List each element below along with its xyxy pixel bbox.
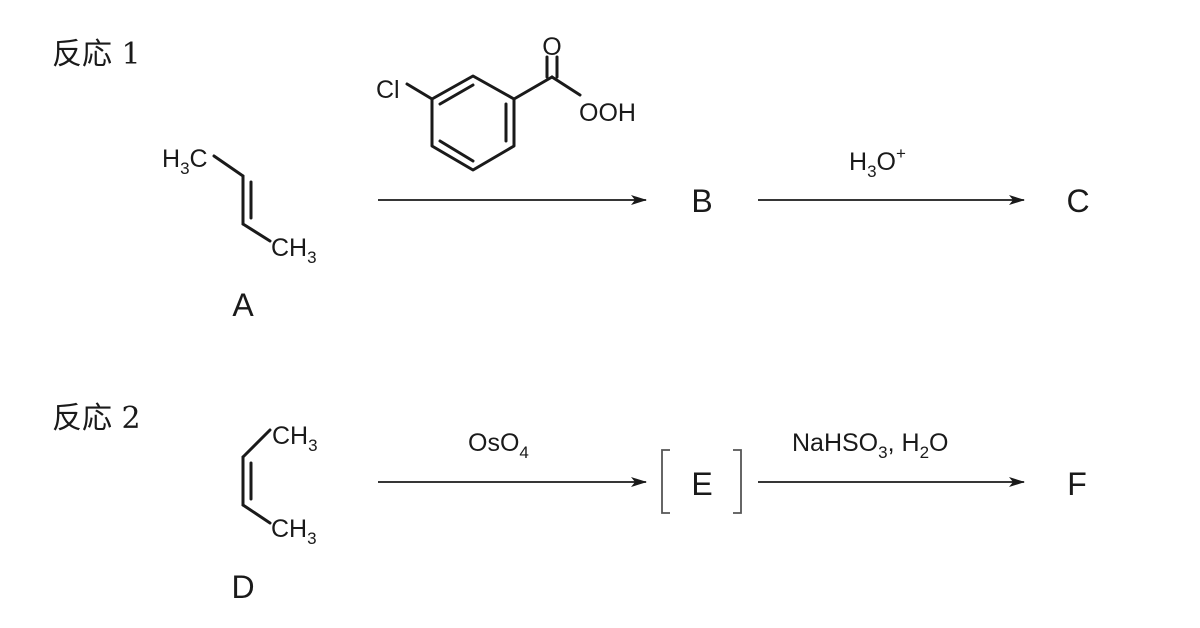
- a-bond-left: [212, 154, 245, 178]
- d-bond-bottom: [241, 503, 272, 525]
- mcpba-reagent: Cl O OOH: [376, 33, 636, 172]
- cl-label: Cl: [376, 76, 400, 104]
- label-d: D: [231, 569, 254, 605]
- molecule-d-structure: CH3 CH3: [241, 422, 318, 548]
- ring-cl-bond: [405, 82, 434, 101]
- ooh-label: OOH: [579, 99, 636, 127]
- ring-inner-bond-1: [438, 83, 475, 106]
- h3o-reagent: H3O+: [849, 144, 906, 181]
- molecule-a-structure: H3C CH3: [162, 145, 317, 267]
- a-bond-right: [241, 222, 272, 243]
- ring-inner-bond-3: [438, 139, 475, 163]
- carbonyl-o-label: O: [542, 33, 561, 61]
- c-ooh-bond: [550, 75, 582, 97]
- bracket-right: [733, 449, 742, 514]
- d-bottom-methyl: CH3: [271, 515, 317, 548]
- oso4-reagent: OsO4: [468, 429, 529, 462]
- a-right-methyl: CH3: [271, 234, 317, 267]
- d-top-methyl: CH3: [272, 422, 318, 455]
- benzene-ring: [430, 74, 516, 172]
- label-b: B: [691, 183, 712, 219]
- a-left-methyl: H3C: [162, 145, 208, 178]
- label-e: E: [691, 466, 712, 502]
- d-bond-top: [241, 428, 272, 459]
- label-c: C: [1066, 183, 1089, 219]
- bracket-left: [661, 449, 670, 514]
- reaction2-heading: 反応 2: [52, 401, 141, 436]
- label-f: F: [1067, 466, 1087, 502]
- ring-carbonyl-bond: [512, 75, 554, 101]
- label-a: A: [232, 287, 254, 323]
- nahso3-reagent: NaHSO3, H2O: [792, 429, 948, 462]
- reaction1-heading: 反応 1: [52, 37, 141, 72]
